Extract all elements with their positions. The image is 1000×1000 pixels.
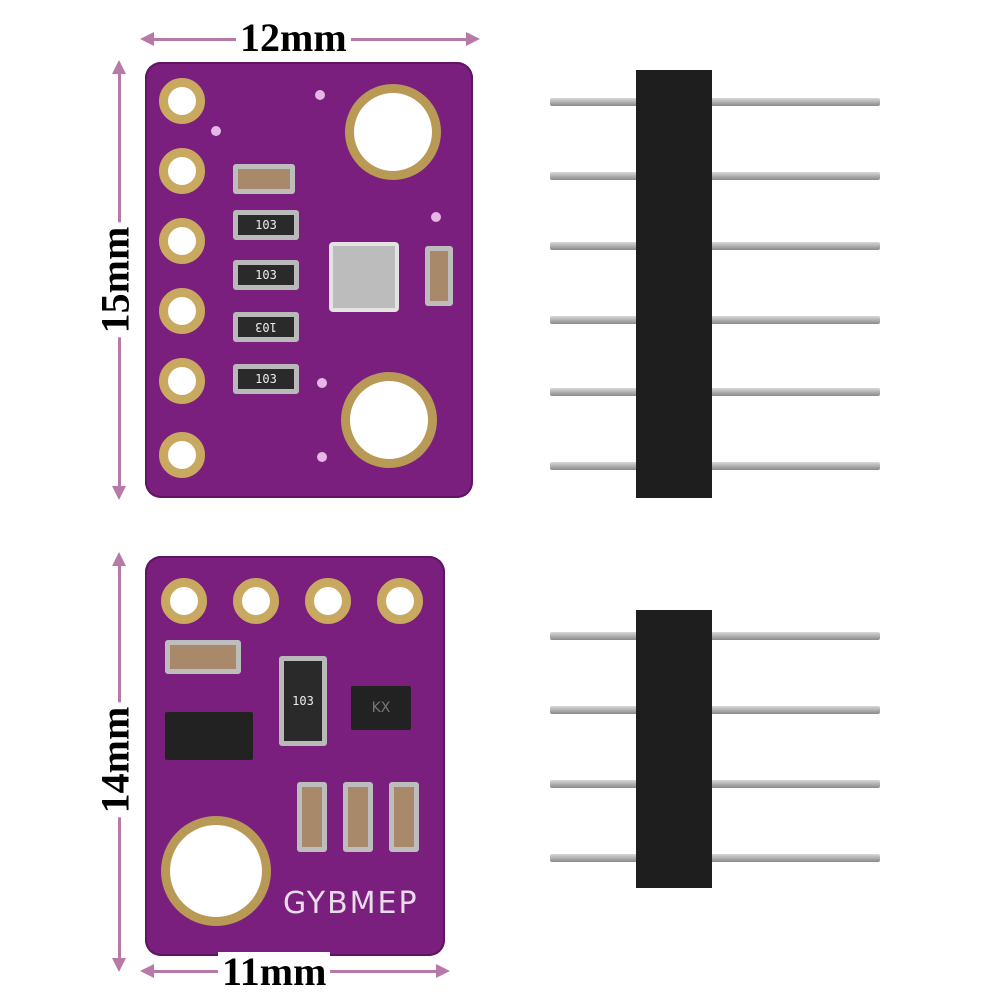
resistor: 103 (233, 364, 299, 394)
mounting-hole (161, 816, 271, 926)
capacitor (343, 782, 373, 852)
header-pin (550, 706, 880, 714)
voltage-regulator (165, 712, 253, 760)
arrow-right-icon (466, 32, 480, 46)
arrow-down-icon (112, 958, 126, 972)
header-pin (550, 854, 880, 862)
pin-pad (305, 578, 351, 624)
arrow-left-icon (140, 964, 154, 978)
header-pin (550, 632, 880, 640)
header-pin (550, 388, 880, 396)
capacitor (389, 782, 419, 852)
capacitor (297, 782, 327, 852)
arrow-right-icon (436, 964, 450, 978)
via (317, 378, 327, 388)
level-shifter-ic: KX (351, 686, 411, 730)
via (315, 90, 325, 100)
resistor: 103 (233, 312, 299, 342)
capacitor (233, 164, 295, 194)
mounting-hole (341, 372, 437, 468)
pin-header-6 (636, 70, 712, 498)
pin-pad (159, 78, 205, 124)
top-width-label: 12mm (236, 18, 351, 58)
bottom-width-label: 11mm (218, 952, 331, 992)
capacitor (425, 246, 453, 306)
bottom-pcb-board: 103 KX GYBMEP (145, 556, 445, 956)
top-pcb-board: 103 103 103 103 (145, 62, 473, 498)
top-height-label: 15mm (92, 222, 137, 338)
resistor: 103 (233, 260, 299, 290)
pin-pad (159, 218, 205, 264)
header-pin (550, 780, 880, 788)
header-pin (550, 98, 880, 106)
pin-pad (159, 432, 205, 478)
pin-pad (161, 578, 207, 624)
arrow-up-icon (112, 60, 126, 74)
mounting-hole (345, 84, 441, 180)
pin-header-4 (636, 610, 712, 888)
arrow-down-icon (112, 486, 126, 500)
via (431, 212, 441, 222)
via (211, 126, 221, 136)
bme280-sensor (329, 242, 399, 312)
resistor: 103 (233, 210, 299, 240)
capacitor (165, 640, 241, 674)
pin-pad (159, 148, 205, 194)
board-label: GYBMEP (283, 886, 419, 921)
header-pin (550, 316, 880, 324)
pin-pad (159, 358, 205, 404)
header-pin (550, 242, 880, 250)
via (317, 452, 327, 462)
arrow-left-icon (140, 32, 154, 46)
arrow-up-icon (112, 552, 126, 566)
bottom-height-label: 14mm (92, 702, 137, 818)
pin-pad (233, 578, 279, 624)
pin-pad (159, 288, 205, 334)
pin-pad (377, 578, 423, 624)
resistor-array: 103 (279, 656, 327, 746)
header-pin (550, 172, 880, 180)
header-pin (550, 462, 880, 470)
